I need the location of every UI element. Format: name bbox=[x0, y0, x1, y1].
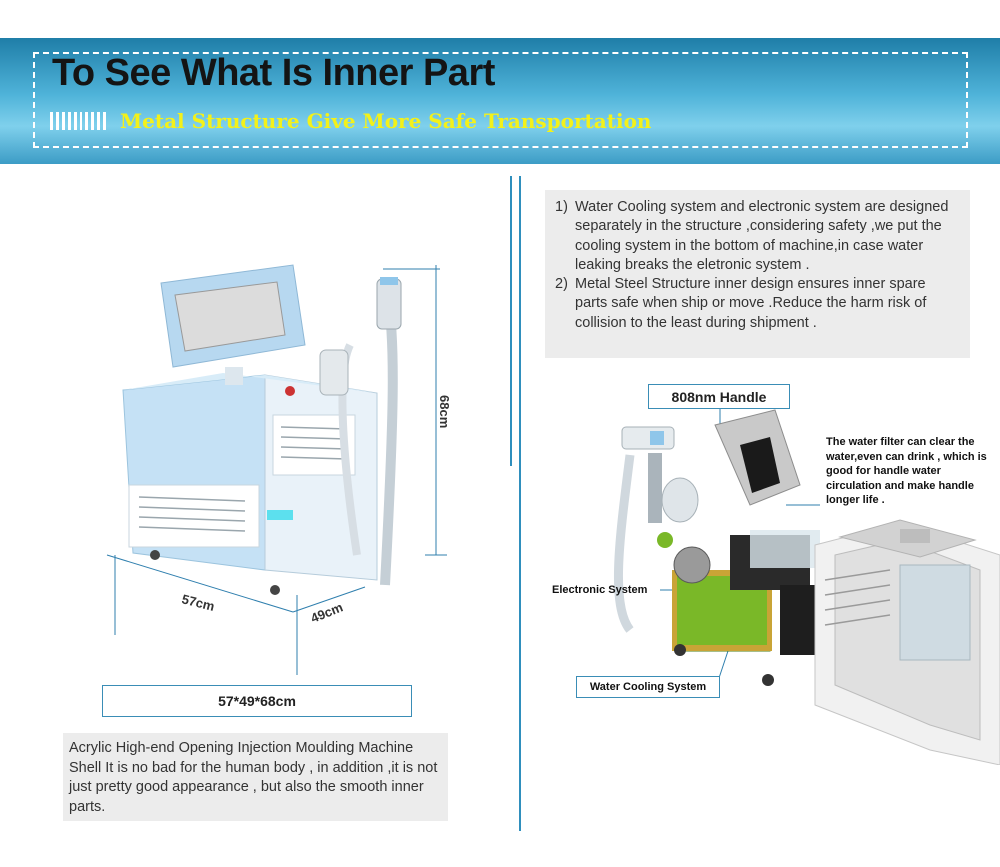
divider-right bbox=[519, 176, 521, 831]
dimensions-box: 57*49*68cm bbox=[102, 685, 412, 717]
width-dimension: 57cm bbox=[180, 591, 216, 614]
electronic-system-label: Electronic System bbox=[552, 584, 648, 596]
info-box: 1) Water Cooling system and electronic s… bbox=[545, 190, 970, 358]
water-cooling-label: Water Cooling System bbox=[576, 676, 720, 698]
machine-illustration: 68cm 57cm 49cm bbox=[106, 264, 452, 675]
header-banner: To See What Is Inner Part Metal Structur… bbox=[0, 38, 1000, 164]
depth-dimension: 49cm bbox=[309, 599, 345, 625]
info-item-text: Metal Steel Structure inner design ensur… bbox=[575, 276, 927, 331]
info-item-text: Water Cooling system and electronic syst… bbox=[575, 199, 949, 273]
inner-structure-illustration bbox=[613, 405, 1000, 765]
page-title: To See What Is Inner Part bbox=[52, 52, 495, 94]
banner-dashed-frame bbox=[33, 52, 968, 148]
info-item-number: 1) bbox=[555, 199, 568, 215]
stripes-icon bbox=[50, 112, 107, 130]
description-text: Acrylic High-end Opening Injection Mould… bbox=[63, 733, 448, 821]
info-item: 1) Water Cooling system and electronic s… bbox=[555, 198, 960, 275]
page-subtitle: Metal Structure Give More Safe Transport… bbox=[120, 109, 652, 133]
info-item-number: 2) bbox=[555, 276, 568, 293]
water-filter-note: The water filter can clear the water,eve… bbox=[826, 436, 987, 506]
divider-left bbox=[510, 176, 512, 466]
handle-label: 808nm Handle bbox=[648, 384, 790, 409]
height-dimension: 68cm bbox=[437, 395, 452, 428]
info-item: 2) Metal Steel Structure inner design en… bbox=[555, 275, 960, 333]
